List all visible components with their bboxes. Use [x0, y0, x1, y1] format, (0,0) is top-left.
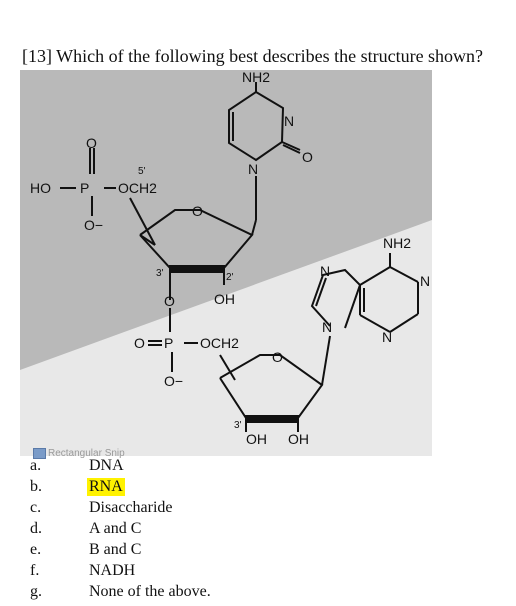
oh-3-label: OH	[246, 431, 267, 447]
prime-2-label: 2'	[226, 272, 234, 283]
option-letter: f.	[30, 562, 40, 579]
option-letter: c.	[30, 499, 42, 516]
purine-n3-label: N	[420, 273, 430, 289]
oh-4-label: OH	[288, 431, 309, 447]
option-letter: b.	[30, 478, 42, 495]
option-letter: g.	[30, 583, 42, 600]
option-text: B and C	[89, 541, 142, 558]
och2-1-label: OCH2	[118, 180, 157, 196]
carbonyl-o-label: O	[302, 149, 313, 165]
figure-dark-band	[20, 70, 432, 370]
option-letter: e.	[30, 541, 42, 558]
structure-diagram: NH2 N N O O HO P OCH2 5' O− O 3' 2' O OH…	[20, 70, 432, 456]
prime-3b-label: 3'	[234, 420, 242, 431]
amine-right-label: NH2	[383, 235, 411, 251]
nucleotide-structure-figure: NH2 N N O O HO P OCH2 5' O− O 3' 2' O OH…	[20, 70, 432, 456]
prime-5-label: 5'	[138, 166, 146, 177]
o-minus-1-label: O−	[84, 217, 103, 233]
purine-n2-label: N	[322, 319, 332, 335]
option-letter: a.	[30, 457, 42, 474]
option-text: Disaccharide	[89, 499, 173, 516]
link-o-label: O	[164, 293, 175, 309]
phosphate-ho-label: HO	[30, 180, 51, 196]
ring-o-2-label: O	[272, 349, 283, 365]
option-text: NADH	[89, 562, 136, 579]
oh-2-label: OH	[214, 291, 235, 307]
ring-n-glyc-label: N	[248, 161, 258, 177]
och2-2-label: OCH2	[200, 335, 239, 351]
option-text-highlighted: RNA	[87, 478, 125, 496]
prime-3a-label: 3'	[156, 268, 164, 279]
option-text: DNA	[89, 457, 124, 474]
phosphate-p2-label: P	[164, 335, 173, 351]
phosphate-p1-label: P	[80, 180, 89, 196]
phosphate-o-top-label: O	[86, 135, 97, 151]
phosphate-o-2-label: O	[134, 335, 145, 351]
option-text: None of the above.	[89, 583, 211, 600]
option-letter: d.	[30, 520, 42, 537]
ring-n-top-label: N	[284, 113, 294, 129]
purine-n4-label: N	[382, 329, 392, 345]
snip-label: Rectangular Snip	[48, 448, 125, 459]
amine-top-label: NH2	[242, 70, 270, 85]
o-minus-2-label: O−	[164, 373, 183, 389]
purine-n1-label: N	[320, 263, 330, 279]
option-text: A and C	[89, 520, 142, 537]
question-text: [13] Which of the following best describ…	[22, 46, 484, 66]
ring-o-1-label: O	[192, 203, 203, 219]
snip-tool-icon	[33, 448, 46, 459]
bond-lines	[60, 82, 419, 432]
